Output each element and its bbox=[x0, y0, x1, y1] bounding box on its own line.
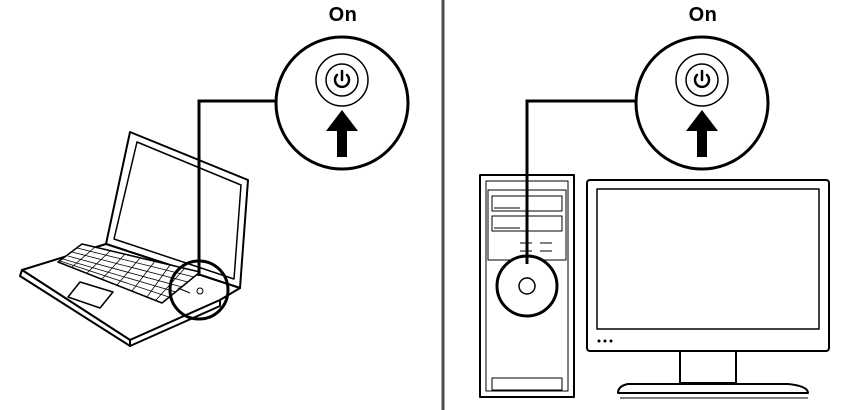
on-label-left: On bbox=[328, 4, 358, 26]
callout-line-right bbox=[525, 99, 636, 264]
up-arrow-icon bbox=[326, 110, 358, 157]
power-button-icon bbox=[315, 53, 369, 107]
on-label-right: On bbox=[688, 4, 718, 26]
callout-line-left bbox=[197, 99, 276, 276]
laptop-icon bbox=[19, 131, 249, 347]
power-button-icon bbox=[675, 53, 729, 107]
desktop-computer-icon bbox=[479, 174, 830, 399]
power-button-small-icon bbox=[518, 277, 536, 295]
up-arrow-icon bbox=[686, 110, 718, 157]
